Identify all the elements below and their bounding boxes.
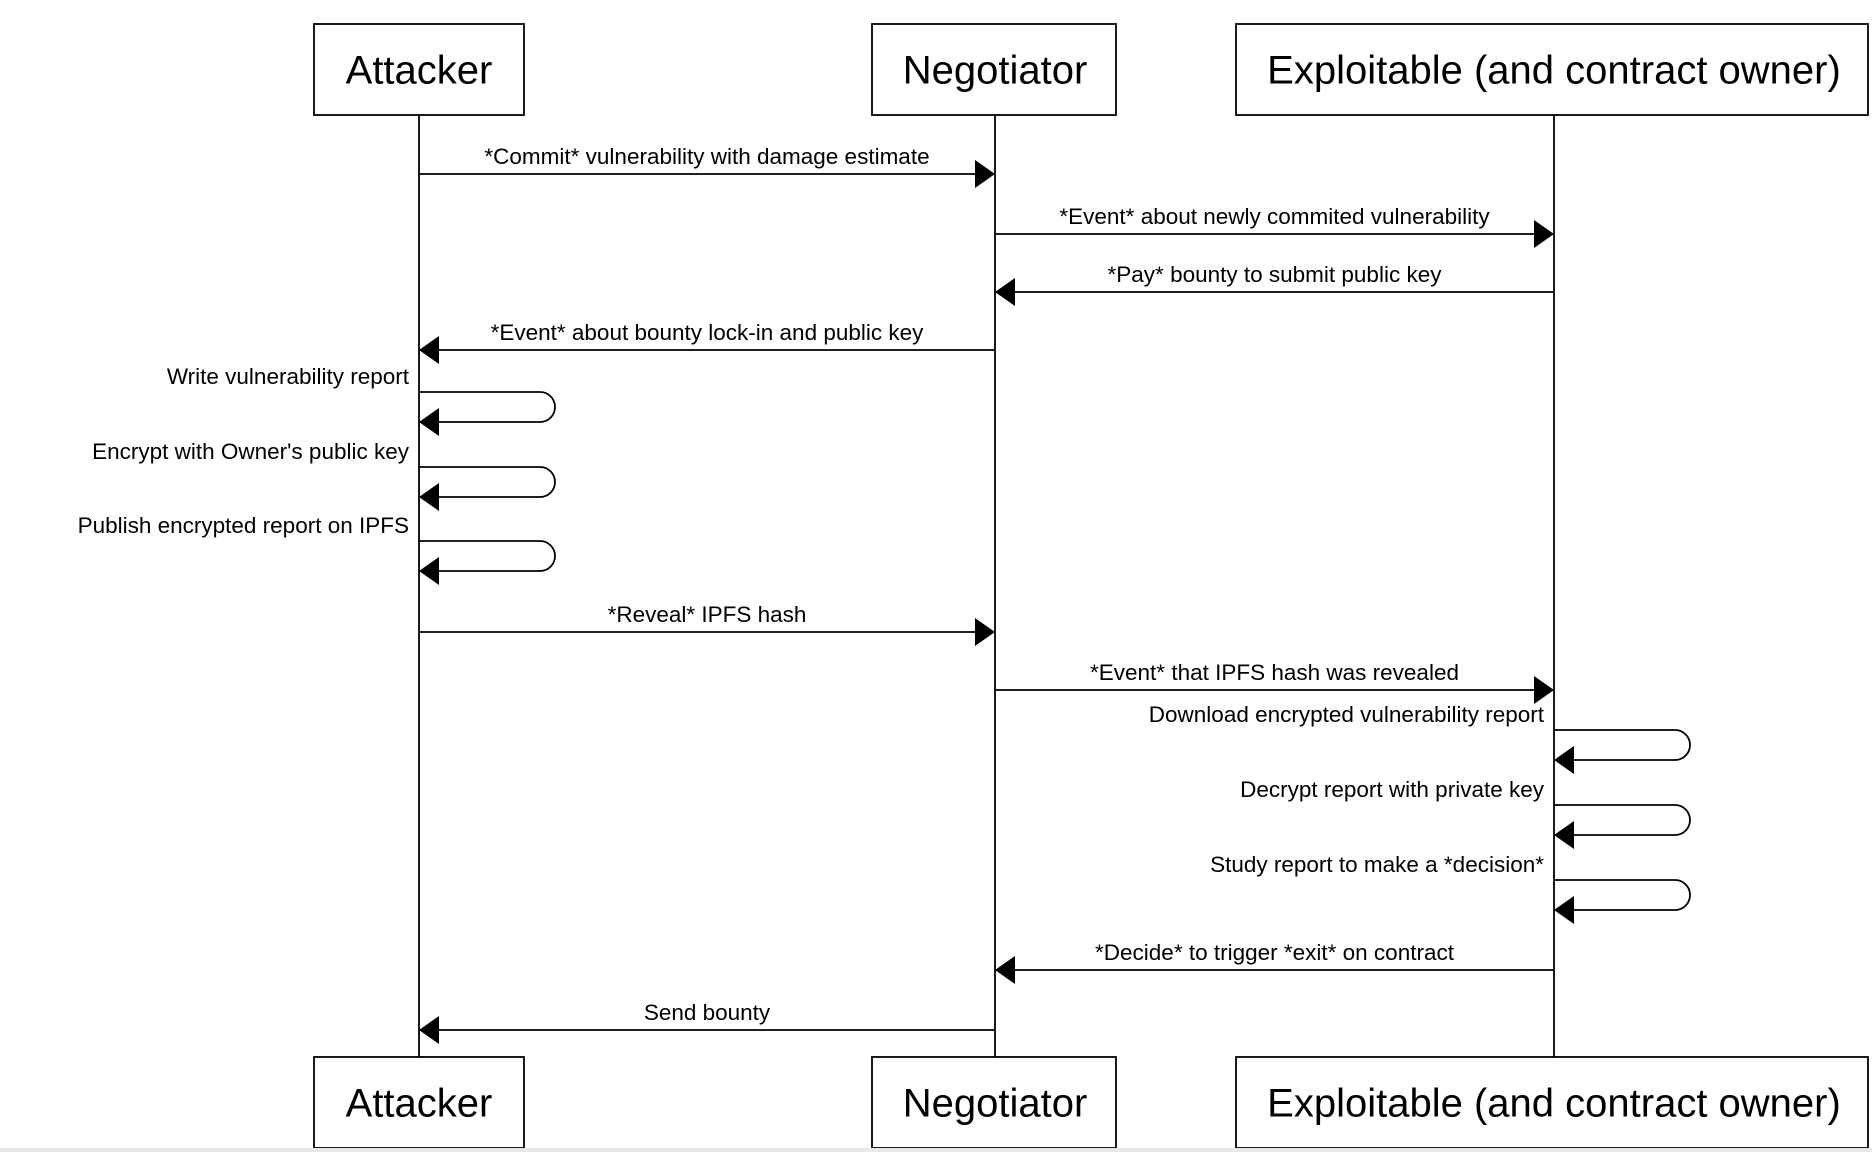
participant-label: Negotiator bbox=[903, 49, 1088, 93]
message-label: Send bounty bbox=[644, 1000, 771, 1025]
message-label: Publish encrypted report on IPFS bbox=[78, 513, 409, 538]
arrowhead-left bbox=[995, 956, 1015, 984]
message-14: Send bounty bbox=[419, 1000, 995, 1044]
arrowhead-left bbox=[1554, 746, 1574, 774]
message-label: *Event* about bounty lock-in and public … bbox=[491, 320, 925, 345]
message-4: *Event* about bounty lock-in and public … bbox=[419, 320, 995, 364]
arrowhead-left bbox=[1554, 821, 1574, 849]
participant-label: Exploitable (and contract owner) bbox=[1267, 49, 1841, 93]
message-label: *Pay* bounty to submit public key bbox=[1108, 262, 1443, 287]
participant-label: Attacker bbox=[346, 49, 493, 93]
self-message-line bbox=[1554, 804, 1691, 836]
message-7: Publish encrypted report on IPFS bbox=[78, 513, 556, 585]
message-6: Encrypt with Owner's public key bbox=[92, 439, 556, 511]
message-1: *Commit* vulnerability with damage estim… bbox=[419, 144, 995, 188]
arrowhead-left bbox=[419, 557, 439, 585]
arrowhead-right bbox=[975, 160, 995, 188]
arrowhead-left bbox=[1554, 896, 1574, 924]
message-label: Download encrypted vulnerability report bbox=[1149, 702, 1545, 727]
message-label: *Decide* to trigger *exit* on contract bbox=[1095, 940, 1455, 965]
message-12: Study report to make a *decision* bbox=[1210, 852, 1691, 924]
arrowhead-left bbox=[419, 336, 439, 364]
message-label: Decrypt report with private key bbox=[1240, 777, 1545, 802]
participant-box bbox=[1235, 23, 1869, 116]
participant-bottom-attacker: Attacker bbox=[313, 1056, 525, 1149]
participant-bottom-negotiator: Negotiator bbox=[871, 1056, 1117, 1149]
message-label: *Event* about newly commited vulnerabili… bbox=[1059, 204, 1490, 229]
self-message-line bbox=[419, 540, 556, 572]
message-label: *Commit* vulnerability with damage estim… bbox=[484, 144, 929, 169]
bottom-edge-strip bbox=[0, 1148, 1872, 1152]
participant-box bbox=[313, 23, 525, 116]
message-5: Write vulnerability report bbox=[167, 364, 556, 436]
self-message-line bbox=[419, 466, 556, 498]
message-label: *Event* that IPFS hash was revealed bbox=[1090, 660, 1459, 685]
participant-top-attacker: Attacker bbox=[313, 23, 525, 116]
arrowhead-left bbox=[419, 408, 439, 436]
participant-top-exploitable-and-contract-owner: Exploitable (and contract owner) bbox=[1235, 23, 1869, 116]
message-10: Download encrypted vulnerability report bbox=[1149, 702, 1691, 774]
self-message-line bbox=[1554, 879, 1691, 911]
message-label: Write vulnerability report bbox=[167, 364, 410, 389]
participant-box bbox=[871, 23, 1117, 116]
message-label: Encrypt with Owner's public key bbox=[92, 439, 410, 464]
arrowhead-left bbox=[419, 483, 439, 511]
message-8: *Reveal* IPFS hash bbox=[419, 602, 995, 646]
participant-bottom-exploitable-and-contract-owner: Exploitable (and contract owner) bbox=[1235, 1056, 1869, 1149]
message-11: Decrypt report with private key bbox=[1240, 777, 1691, 849]
participant-label: Exploitable (and contract owner) bbox=[1267, 1082, 1841, 1126]
participant-top-negotiator: Negotiator bbox=[871, 23, 1117, 116]
self-message-line bbox=[419, 391, 556, 423]
arrowhead-right bbox=[975, 618, 995, 646]
message-13: *Decide* to trigger *exit* on contract bbox=[995, 940, 1554, 984]
message-9: *Event* that IPFS hash was revealed bbox=[995, 660, 1554, 704]
self-message-line bbox=[1554, 729, 1691, 761]
arrowhead-right bbox=[1534, 676, 1554, 704]
message-label: Study report to make a *decision* bbox=[1210, 852, 1544, 877]
participant-box bbox=[313, 1056, 525, 1149]
message-label: *Reveal* IPFS hash bbox=[608, 602, 807, 627]
arrowhead-left bbox=[995, 278, 1015, 306]
arrowhead-right bbox=[1534, 220, 1554, 248]
message-3: *Pay* bounty to submit public key bbox=[995, 262, 1554, 306]
participant-label: Negotiator bbox=[903, 1082, 1088, 1126]
participant-label: Attacker bbox=[346, 1082, 493, 1126]
message-2: *Event* about newly commited vulnerabili… bbox=[995, 204, 1554, 248]
arrowhead-left bbox=[419, 1016, 439, 1044]
